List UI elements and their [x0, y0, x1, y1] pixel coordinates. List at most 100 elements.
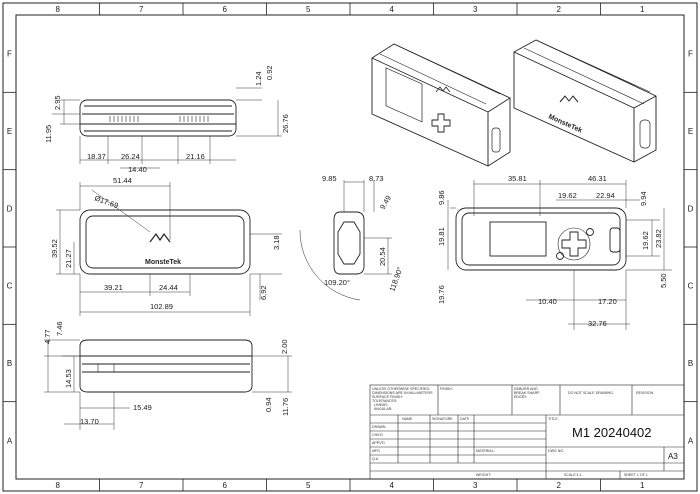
zone-label-right: B: [688, 359, 693, 368]
tb-material: MATERIAL:: [476, 449, 495, 453]
dim-18-37: 18.37: [87, 152, 106, 161]
zone-label-top: 4: [390, 5, 395, 14]
tb-note-5: LINEAR:: [374, 403, 388, 407]
tb-row-appvd: APPV'D: [372, 441, 385, 445]
tb-size: A3: [668, 452, 678, 461]
rear-view: [455, 207, 627, 271]
dim-13-70: 13.70: [80, 417, 99, 426]
dim-19-81: 19.81: [437, 227, 446, 246]
zone-label-left: D: [7, 204, 13, 213]
bottom-view: [79, 339, 253, 393]
zone-label-left: F: [7, 50, 12, 59]
zone-label-bottom: 8: [56, 481, 61, 490]
dim-8-73: 8.73: [369, 174, 384, 183]
dim-14-53: 14.53: [64, 369, 73, 388]
zone-label-right: E: [688, 127, 693, 136]
tb-finish: FINISH:: [440, 387, 453, 391]
tb-col-name: NAME: [402, 417, 413, 421]
dim-7-46: 7.46: [55, 321, 64, 336]
tb-revision: REVISION: [636, 391, 654, 395]
dim-2-00: 2.00: [280, 339, 289, 354]
dim-0-92: 0.92: [265, 65, 274, 80]
dim-39-21: 39.21: [104, 283, 123, 292]
zone-label-bottom: 6: [223, 481, 228, 490]
tb-note-6: ANGULAR:: [374, 407, 392, 411]
tb-deburr-1: DEBURR AND: [514, 387, 538, 391]
tb-sheet: SHEET 1 OF 1: [624, 473, 648, 477]
dim-9-86: 9.86: [437, 190, 446, 205]
zone-label-right: A: [688, 436, 694, 445]
tb-do-not-scale: DO NOT SCALE DRAWING: [568, 391, 613, 395]
bottom-view-dimension-lines: [44, 339, 292, 430]
dim-11-95: 11.95: [44, 125, 53, 143]
zone-label-bottom: 7: [139, 481, 144, 490]
dim-26-76: 26.76: [281, 114, 290, 133]
title-block: [369, 384, 685, 480]
zone-label-left: B: [7, 359, 12, 368]
tb-deburr-2: BREAK SHARP: [514, 391, 540, 395]
zone-label-right: C: [688, 282, 694, 291]
dim-21-27: 21.27: [64, 249, 73, 268]
dim-109-20-deg: 109.20°: [324, 278, 350, 287]
zone-label-left: E: [7, 127, 12, 136]
dim-5-50: 5.50: [659, 273, 668, 288]
tb-note-3: SURFACE FINISH:: [372, 395, 403, 399]
side-view: [299, 211, 365, 301]
dim-51-44: 51.44: [113, 176, 132, 185]
dim-17-20: 17.20: [598, 297, 617, 306]
dim-35-81: 35.81: [508, 174, 527, 183]
zone-label-bottom: 4: [390, 481, 395, 490]
dim-102-89: 102.89: [150, 302, 173, 311]
dim-3-18: 3.18: [272, 235, 281, 250]
zone-label-left: C: [7, 282, 13, 291]
zone-label-top: 7: [139, 5, 144, 14]
tb-row-qa: Q.A: [372, 457, 379, 461]
zone-label-left: A: [7, 436, 13, 445]
zone-label-top: 5: [306, 5, 311, 14]
tb-row-mfg: MFG: [372, 449, 380, 453]
zone-label-top: 1: [640, 5, 645, 14]
iso-view-back: [513, 39, 657, 163]
tb-title-label: TITLE:: [548, 417, 559, 421]
tb-note-1: UNLESS OTHERWISE SPECIFIED:: [372, 387, 430, 391]
zone-label-top: 6: [223, 5, 228, 14]
iso-view-front: [371, 43, 511, 167]
tb-row-drawn: DRAWN: [372, 425, 386, 429]
dim-21-16: 21.16: [186, 152, 205, 161]
zone-label-bottom: 3: [473, 481, 478, 490]
dim-2-95: 2.95: [53, 95, 62, 110]
dim-9-49: 9.49: [378, 194, 393, 211]
zone-label-bottom: 1: [640, 481, 645, 490]
dim-19-76: 19.76: [437, 285, 446, 304]
dim-6-92: 6.92: [259, 285, 268, 300]
tb-scale: SCALE:1:1: [564, 473, 582, 477]
tb-note-4: TOLERANCES:: [372, 399, 397, 403]
dim-4-77: 4.77: [43, 329, 52, 344]
dim-9-94: 9.94: [639, 191, 648, 206]
dim-39-52: 39.52: [50, 239, 59, 258]
zone-label-right: F: [688, 50, 693, 59]
dim-10-40: 10.40: [538, 297, 557, 306]
zone-label-bottom: 5: [306, 481, 311, 490]
tb-deburr-3: EDGES: [514, 395, 527, 399]
dim-23-82: 23.82: [654, 229, 663, 248]
zone-label-top: 2: [557, 5, 562, 14]
side-view-dimension-lines: [343, 180, 392, 275]
dim-11-76: 11.76: [281, 398, 290, 416]
dim-19-62-upper: 19.62: [558, 191, 577, 200]
dim-46-31: 46.31: [588, 174, 607, 183]
dim-0-94: 0.94: [264, 397, 273, 412]
dim-20-54: 20.54: [378, 247, 387, 266]
tb-dwg-no: DWG NO.: [548, 449, 564, 453]
dim-15-49: 15.49: [133, 403, 152, 412]
drawing-title: M1 20240402: [572, 425, 652, 440]
dim-118-90-deg: 118.90°: [387, 266, 404, 293]
tb-weight: WEIGHT:: [476, 473, 491, 477]
tb-row-chkd: CHK'D: [372, 433, 383, 437]
tb-note-2: DIMENSIONS ARE IN MILLIMETERS: [372, 391, 433, 395]
top-view-dimension-lines: [52, 87, 282, 169]
zone-label-right: D: [688, 204, 694, 213]
zone-label-top: 3: [473, 5, 478, 14]
dim-32-76: 32.76: [588, 319, 607, 328]
